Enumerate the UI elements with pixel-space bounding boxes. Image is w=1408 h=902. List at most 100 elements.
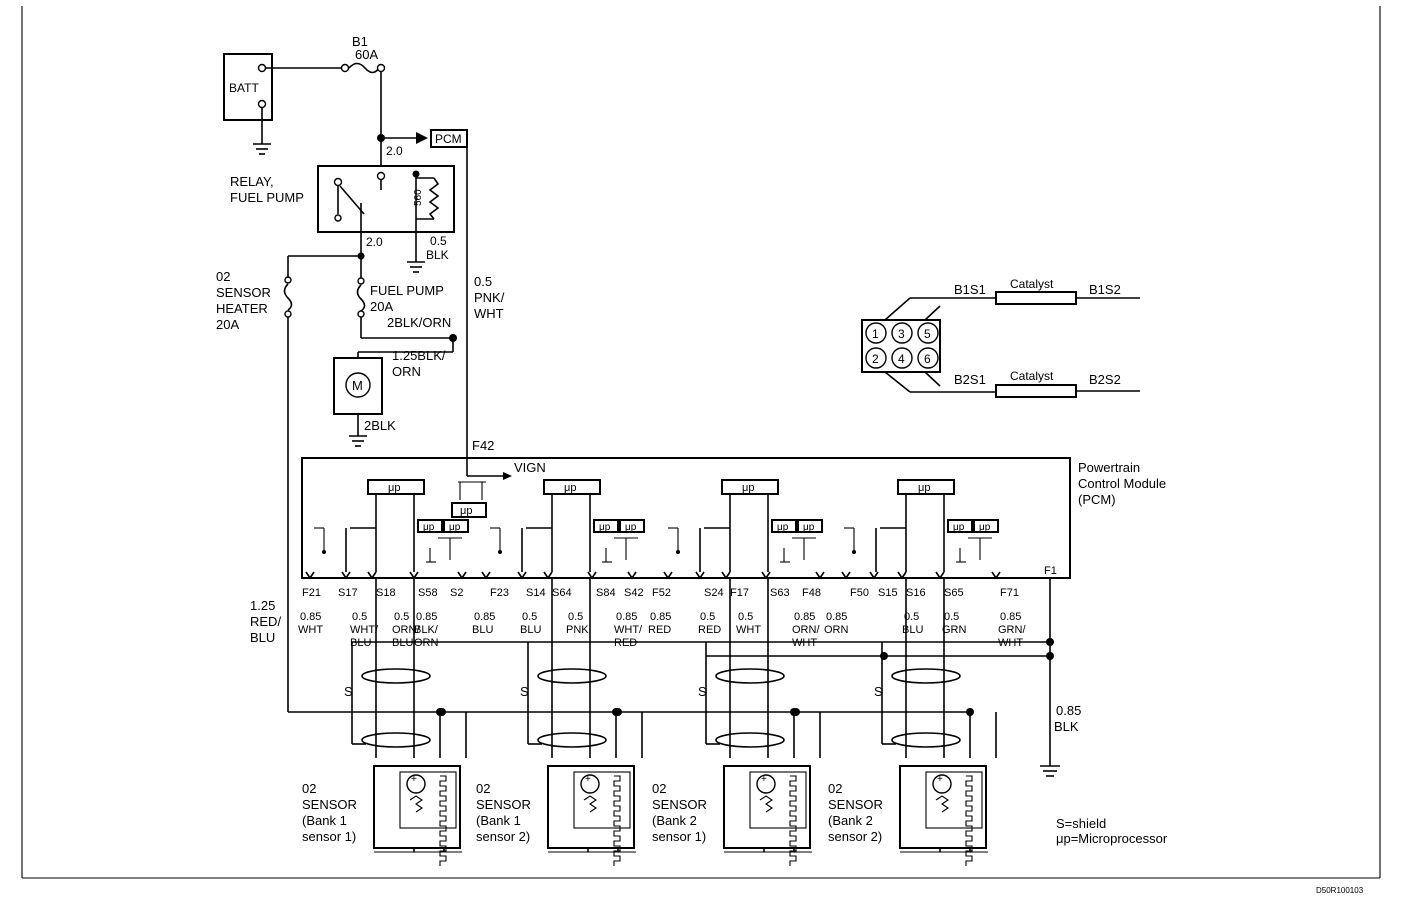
pcm-label-line2: Control Module: [1078, 476, 1166, 491]
heater-element-icon: [789, 775, 797, 866]
microprocessor-box-small: [443, 519, 469, 533]
pcm-feed-line3: WHT: [474, 306, 504, 321]
wire-color-2: WHT: [998, 637, 1023, 649]
microprocessor-box: [367, 479, 425, 495]
motor-wire-line1: 1.25BLK/: [392, 348, 446, 363]
legend-microprocessor: μp=Microprocessor: [1056, 831, 1168, 846]
sensor-label-line1: 02: [828, 781, 842, 796]
pin-label-s15: S15: [878, 587, 898, 599]
wire-color: RED: [648, 624, 671, 636]
heater-feed-color2: BLU: [250, 630, 275, 645]
sensor-label-line4: sensor 1): [302, 829, 356, 844]
shield-top: [537, 668, 607, 684]
microprocessor-label: μp: [918, 482, 930, 494]
cylinder-number: 6: [924, 352, 931, 366]
motor-wire-line2: ORN: [392, 364, 421, 379]
b2s2-label: B2S2: [1089, 372, 1121, 387]
sensor-label-line3: (Bank 1: [476, 813, 521, 828]
shield-label: S: [874, 684, 883, 699]
heater-feed-size: 1.25: [250, 598, 275, 613]
pin-label-f17: F17: [730, 587, 749, 599]
main-fuse-id: B1: [352, 34, 368, 49]
fuel-pump-relay: 560 RELAY, FUEL PUMP 2.0 0.5 BLK: [230, 165, 455, 273]
sensor-label-line4: sensor 2): [476, 829, 530, 844]
wire-size: 0.85: [826, 611, 847, 623]
sensor-plus: +: [761, 774, 767, 785]
cylinder-number: 1: [872, 327, 879, 341]
pin-connector: [367, 571, 377, 580]
sensor-label-line2: SENSOR: [476, 797, 531, 812]
pin-label-s58: S58: [418, 587, 438, 599]
fuel-pump-fuse-line1: FUEL PUMP: [370, 283, 444, 298]
wire-size: 0.5: [352, 611, 367, 623]
pin-label-f48: F48: [802, 587, 821, 599]
heater-fuse-line2: SENSOR: [216, 285, 271, 300]
wire-size: 0.5: [738, 611, 753, 623]
sensor-resistor-icon: [935, 795, 949, 813]
microprocessor-box-small: [417, 519, 443, 533]
microprocessor-box-small: [947, 519, 973, 533]
wire-color: ORN/: [792, 624, 820, 636]
relay-wire-in: 2.0: [386, 144, 403, 158]
sensor-label-line2: SENSOR: [828, 797, 883, 812]
motor-ground-wire: 2BLK: [364, 418, 396, 433]
fuel-pump-fuse-line2: 20A: [370, 299, 393, 314]
o2-sensor-element: [399, 771, 457, 829]
wire-color: BLU: [902, 624, 923, 636]
microprocessor-box: [897, 479, 955, 495]
cylinder-number: 2: [872, 352, 879, 366]
pin-label-s65: S65: [944, 587, 964, 599]
wire-color: BLK/: [414, 624, 439, 636]
pin-connector: [627, 571, 637, 580]
pin-connector: [869, 571, 879, 580]
heater-fuse-line4: 20A: [216, 317, 239, 332]
heater-element-icon: [613, 775, 621, 866]
cylinder-number: 3: [898, 327, 905, 341]
microprocessor-label: μp: [742, 482, 754, 494]
sensor-label-line3: (Bank 1: [302, 813, 347, 828]
pcm-up-vign: μp: [460, 505, 472, 517]
microprocessor-label: μp: [803, 522, 815, 533]
microprocessor-box: [721, 479, 779, 495]
wire-color: PNK: [566, 624, 589, 636]
pin-label-s42: S42: [624, 587, 644, 599]
wire-color-2: RED: [614, 637, 637, 649]
microprocessor-label: μp: [388, 482, 400, 494]
wire-size: 0.5: [944, 611, 959, 623]
pin-label-s18: S18: [376, 587, 396, 599]
pin-connector: [695, 571, 705, 580]
catalyst-2-label: Catalyst: [1010, 369, 1054, 383]
microprocessor-label: μp: [979, 522, 991, 533]
fuel-pump-fuse: FUEL PUMP 20A 2BLK/ORN: [356, 256, 457, 342]
relay-ground-size: 0.5: [430, 234, 447, 248]
wire-color: GRN: [942, 624, 967, 636]
wire-color: BLU: [520, 624, 541, 636]
pin-connector: [721, 571, 731, 580]
wire-color-2: ORN: [414, 637, 439, 649]
bus-lines: 0.85 BLK 1.25 RED/ BLU: [250, 578, 1081, 777]
pin-connector: [663, 571, 673, 580]
cylinder-6: [917, 347, 939, 369]
legend: S=shield μp=Microprocessor D50R100103: [1056, 816, 1364, 895]
pin-label-s2: S2: [450, 587, 463, 599]
sensor-label-line1: 02: [476, 781, 490, 796]
microprocessor-box: [543, 479, 601, 495]
sensor-label-line2: SENSOR: [302, 797, 357, 812]
wire-size: 0.85: [650, 611, 671, 623]
shield-bottom: [715, 732, 785, 748]
pin-connector: [457, 571, 467, 580]
wire-size: 0.5: [568, 611, 583, 623]
wire-color: WHT: [298, 624, 323, 636]
cylinder-5: [917, 322, 939, 344]
cylinder-3: [891, 322, 913, 344]
wire-size: 0.85: [616, 611, 637, 623]
shield-top: [891, 668, 961, 684]
wire-color-2: WHT: [792, 637, 817, 649]
pin-label-f52: F52: [652, 587, 671, 599]
pin-label-s24: S24: [704, 587, 724, 599]
pcm-feed-wire: 0.5 PNK/ WHT F42: [466, 147, 505, 458]
battery: BATT: [223, 53, 273, 155]
wire-color: BLU: [472, 624, 493, 636]
